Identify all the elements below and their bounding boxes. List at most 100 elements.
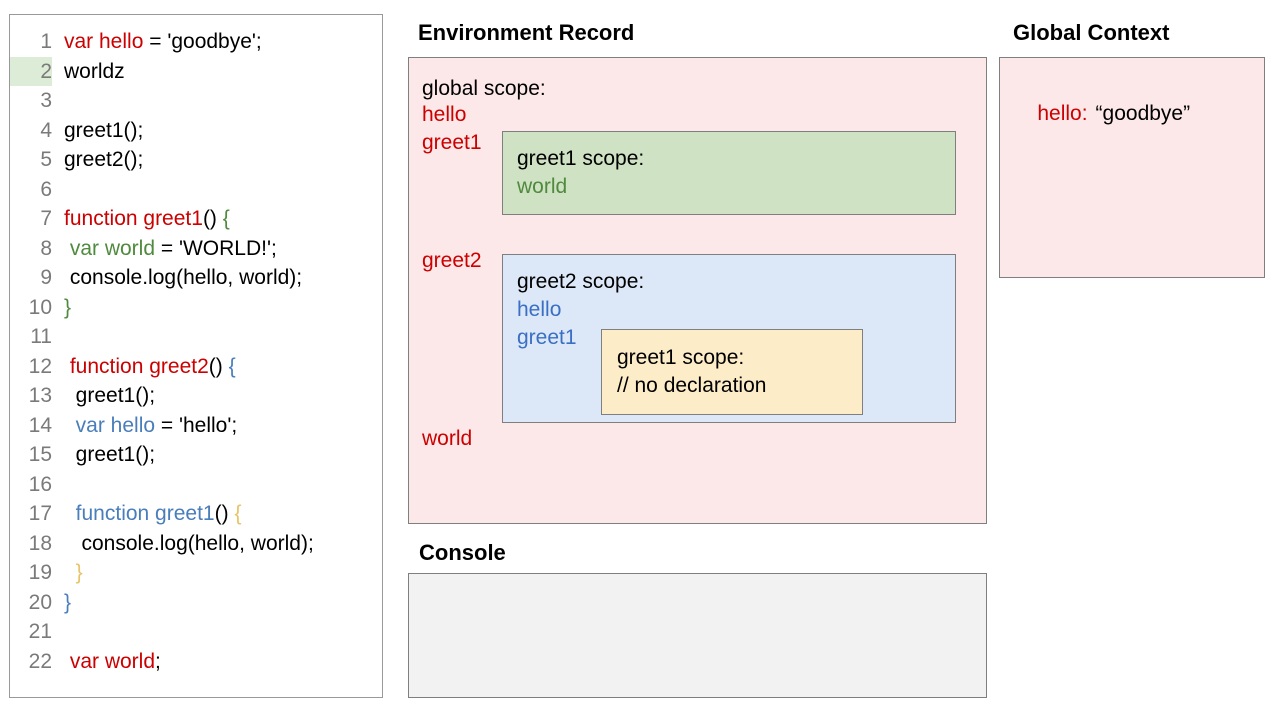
environment-record-title: Environment Record	[418, 20, 635, 45]
code-token: var hello	[64, 30, 144, 53]
code-token: }	[64, 590, 72, 614]
code-token: = 'WORLD!';	[155, 236, 277, 260]
global-context-title: Global Context	[1013, 20, 1170, 45]
code-line-text: worldz	[52, 57, 125, 87]
code-token: worldz	[64, 59, 125, 83]
global-context-entry: hello:“goodbye”	[1014, 76, 1190, 151]
code-line-text: console.log(hello, world);	[52, 263, 302, 293]
code-line-text: var hello = 'goodbye';	[52, 27, 262, 57]
code-token: {	[234, 502, 242, 525]
global-binding-greet2: greet2	[422, 249, 482, 272]
code-line-text: greet1();	[52, 116, 143, 146]
code-token: var world	[64, 236, 156, 260]
code-line-text: function greet1() {	[52, 499, 242, 529]
global-binding-greet1: greet1	[422, 131, 482, 154]
code-token: = 'hello';	[155, 413, 238, 437]
greet1-binding-world: world	[517, 175, 568, 198]
global-binding-hello: hello	[422, 103, 467, 126]
greet2-binding-hello: hello	[517, 298, 562, 321]
code-line-text: greet2();	[52, 145, 143, 175]
code-line-text: greet1();	[52, 440, 155, 470]
code-line[interactable]: 6	[10, 175, 382, 205]
code-line[interactable]: 2 worldz	[10, 56, 382, 87]
code-line-text: }	[52, 293, 71, 323]
global-scope-label: global scope:	[422, 77, 546, 100]
greet1-inner-scope-note: // no declaration	[617, 374, 767, 397]
line-number: 18	[28, 531, 52, 555]
code-line[interactable]: 12 function greet2() {	[10, 352, 382, 382]
line-number: 6	[40, 177, 52, 201]
code-token: console.log(hello, world);	[64, 531, 314, 555]
code-token: {	[222, 207, 230, 230]
code-line[interactable]: 13 greet1();	[10, 381, 382, 411]
code-token: greet1();	[64, 384, 156, 407]
line-number: 10	[28, 295, 52, 319]
global-context-box: hello:“goodbye”	[999, 57, 1265, 278]
greet1-scope-label: greet1 scope:	[517, 147, 645, 170]
code-token: greet2();	[64, 148, 144, 171]
code-line[interactable]: 3	[10, 86, 382, 116]
global-context-entry-key: hello:	[1037, 102, 1088, 125]
code-token: ()	[202, 207, 223, 230]
line-number: 3	[40, 89, 52, 112]
code-line[interactable]: 19 }	[10, 558, 382, 588]
code-token: ;	[155, 649, 161, 673]
greet1-scope-box: greet1 scope: world	[502, 131, 956, 215]
code-line[interactable]: 8 var world = 'WORLD!';	[10, 234, 382, 264]
greet1-inner-scope-label: greet1 scope:	[617, 346, 745, 369]
code-token: var world	[64, 649, 156, 673]
line-number: 9	[40, 266, 52, 289]
code-line-text: }	[52, 558, 83, 588]
code-token: {	[228, 354, 236, 378]
code-line-text: console.log(hello, world);	[52, 529, 314, 559]
code-token: ()	[208, 354, 229, 378]
code-token: ()	[214, 502, 235, 525]
code-line[interactable]: 11	[10, 322, 382, 352]
code-line[interactable]: 17 function greet1() {	[10, 499, 382, 529]
console-output-box[interactable]	[408, 573, 987, 698]
line-number: 15	[28, 443, 52, 466]
code-line-text: var world = 'WORLD!';	[52, 234, 277, 264]
line-number: 11	[30, 325, 52, 348]
line-number: 22	[28, 649, 52, 673]
code-line[interactable]: 15 greet1();	[10, 440, 382, 470]
console-title: Console	[419, 540, 506, 565]
code-line[interactable]: 22 var world;	[10, 647, 382, 677]
line-number: 5	[40, 148, 52, 171]
greet1-inner-scope-box: greet1 scope: // no declaration	[601, 329, 863, 415]
code-line[interactable]: 21	[10, 617, 382, 647]
line-number: 19	[28, 561, 52, 584]
code-line-text: function greet2() {	[52, 352, 236, 382]
line-number: 7	[40, 207, 52, 230]
line-number: 12	[28, 354, 52, 378]
line-number: 1	[40, 30, 52, 53]
code-line-text: function greet1() {	[52, 204, 230, 234]
code-line-text: }	[52, 588, 71, 618]
greet2-binding-greet1: greet1	[517, 326, 577, 349]
code-line[interactable]: 9 console.log(hello, world);	[10, 263, 382, 293]
line-number: 14	[28, 413, 52, 437]
code-token: greet1();	[64, 118, 144, 142]
code-line[interactable]: 10}	[10, 293, 382, 323]
code-line[interactable]: 18 console.log(hello, world);	[10, 529, 382, 559]
code-token: greet1();	[64, 443, 156, 466]
code-token: function greet1	[64, 502, 215, 525]
code-line-text: greet1();	[52, 381, 155, 411]
code-line[interactable]: 20}	[10, 588, 382, 618]
code-token: function greet2	[64, 354, 209, 378]
line-number: 20	[28, 590, 52, 614]
code-line[interactable]: 14 var hello = 'hello';	[10, 411, 382, 441]
line-number: 13	[28, 384, 52, 407]
code-line[interactable]: 16	[10, 470, 382, 500]
code-token: console.log(hello, world);	[64, 266, 303, 289]
code-token: = 'goodbye';	[143, 30, 262, 53]
line-number: 2	[10, 56, 52, 86]
code-token: var hello	[64, 413, 156, 437]
line-number: 21	[28, 620, 52, 643]
code-line[interactable]: 5 greet2();	[10, 145, 382, 175]
line-number: 16	[28, 472, 52, 496]
